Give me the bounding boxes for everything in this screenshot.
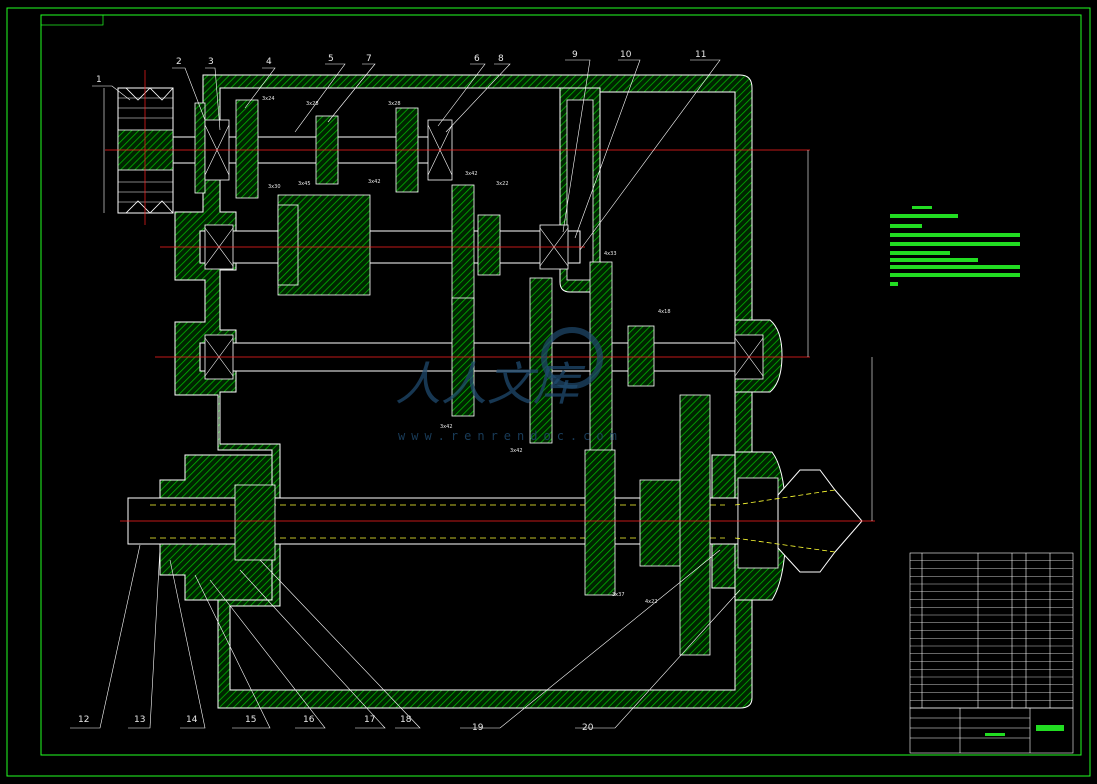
svg-text:3x28: 3x28 — [306, 101, 319, 107]
parts-list-rows — [910, 560, 1073, 701]
callout-7: 7 — [366, 54, 372, 64]
callout-10: 10 — [620, 50, 632, 60]
input-shaft-assembly — [117, 87, 453, 214]
callout-5: 5 — [328, 54, 334, 64]
callout-2: 2 — [176, 57, 182, 67]
callout-15: 15 — [245, 715, 256, 725]
svg-text:3x42: 3x42 — [510, 448, 523, 454]
watermark-logo — [541, 327, 603, 389]
watermark-url: www.renrendoc.com — [398, 429, 623, 443]
outer-border — [6, 7, 1091, 777]
svg-text:3x37: 3x37 — [612, 592, 625, 598]
gear-marks: 3x24 3x28 3x28 3x30 3x45 3x42 3x42 3x22 … — [262, 96, 671, 605]
callout-17: 17 — [364, 715, 375, 725]
callout-3: 3 — [208, 57, 214, 67]
callout-16: 16 — [303, 715, 315, 725]
corner-stamp — [40, 14, 104, 26]
svg-text:3x24: 3x24 — [262, 96, 275, 102]
callout-8: 8 — [498, 54, 504, 64]
technical-requirements-block — [890, 206, 1020, 286]
callout-6: 6 — [474, 54, 480, 64]
callout-4: 4 — [266, 57, 272, 67]
svg-text:3x42: 3x42 — [440, 424, 453, 430]
centerlines — [105, 70, 875, 522]
watermark-cn: 人人文库 — [395, 357, 586, 411]
title-block-green-text — [985, 733, 1005, 736]
svg-text:3x28: 3x28 — [388, 101, 401, 107]
title-block-name-field — [1036, 725, 1064, 731]
callout-1: 1 — [96, 75, 102, 85]
callout-11: 11 — [695, 50, 706, 60]
dimension-lines — [103, 88, 873, 521]
callout-19: 19 — [472, 723, 484, 733]
svg-text:3x30: 3x30 — [268, 184, 281, 190]
svg-text:4x18: 4x18 — [658, 309, 671, 315]
callout-14: 14 — [186, 715, 198, 725]
callout-12: 12 — [78, 715, 89, 725]
part-callouts: 1 2 3 4 5 7 6 8 9 10 11 12 13 14 15 16 1… — [78, 50, 706, 733]
svg-text:3x42: 3x42 — [368, 179, 381, 185]
callout-20: 20 — [582, 723, 594, 733]
inner-frame — [40, 14, 1082, 756]
svg-text:4x22: 4x22 — [645, 599, 658, 605]
svg-text:3x45: 3x45 — [298, 181, 311, 187]
second-shaft-assembly — [199, 184, 581, 306]
callout-13: 13 — [134, 715, 145, 725]
svg-text:4x33: 4x33 — [604, 251, 617, 257]
svg-text:3x42: 3x42 — [465, 171, 478, 177]
leader-lines — [70, 59, 741, 729]
watermark: 人人文库 www.renrendoc.com — [395, 327, 623, 443]
svg-text:3x22: 3x22 — [496, 181, 509, 187]
callout-18: 18 — [400, 715, 412, 725]
title-block — [909, 707, 1074, 754]
callout-9: 9 — [572, 50, 578, 60]
